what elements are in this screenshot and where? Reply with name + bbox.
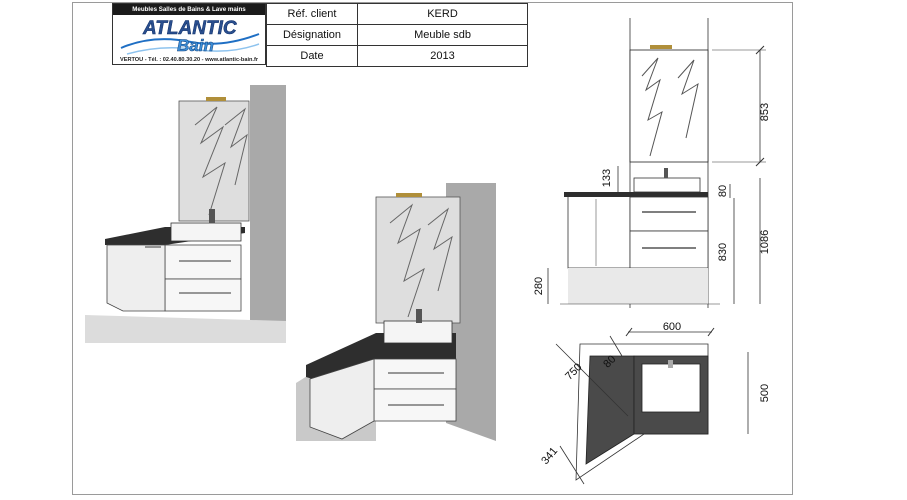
logo-brand-line1: ATLANTIC [142, 18, 237, 39]
dimension-diagonal: 750 [563, 361, 584, 382]
company-logo: Meubles Salles de Bains & Lave mains ATL… [112, 3, 266, 65]
logo-graphic: ATLANTIC Bain [120, 18, 260, 55]
dimension-gap-above-counter: 133 [601, 169, 613, 187]
logo-tagline: Meubles Salles de Bains & Lave mains [113, 4, 265, 15]
perspective-view-front [85, 85, 286, 343]
title-block-value: KERD [357, 3, 528, 25]
dimension-total-height: 1086 [759, 230, 771, 254]
title-block-label: Désignation [266, 24, 358, 46]
title-block-row: Réf. client KERD [266, 3, 528, 25]
dimension-width: 600 [663, 321, 681, 333]
front-elevation-drawing: 853 133 80 830 1086 280 [533, 18, 771, 308]
perspective-view-corner [296, 183, 496, 441]
top-plan-view: 600 500 750 80 341 [539, 321, 771, 485]
title-block-label: Date [266, 45, 358, 67]
title-block-value: 2013 [357, 45, 528, 67]
title-block-row: Désignation Meuble sdb [266, 24, 528, 46]
dimension-mirror-height: 853 [759, 103, 771, 121]
title-block-label: Réf. client [266, 3, 358, 25]
dimension-cabinet-height: 830 [717, 243, 729, 261]
logo-brand-line2: Bain [177, 36, 214, 55]
title-block-value: Meuble sdb [357, 24, 528, 46]
title-block: Réf. client KERD Désignation Meuble sdb … [266, 3, 528, 67]
title-block-row: Date 2013 [266, 45, 528, 67]
dimension-depth: 500 [759, 384, 771, 402]
dimension-corner-width: 341 [539, 445, 560, 467]
dimension-counter-top: 80 [717, 185, 729, 197]
dimension-floor-gap: 280 [533, 277, 545, 295]
logo-footer: VERTOU - Tél. : 02.40.80.30.20 - www.atl… [119, 57, 259, 63]
